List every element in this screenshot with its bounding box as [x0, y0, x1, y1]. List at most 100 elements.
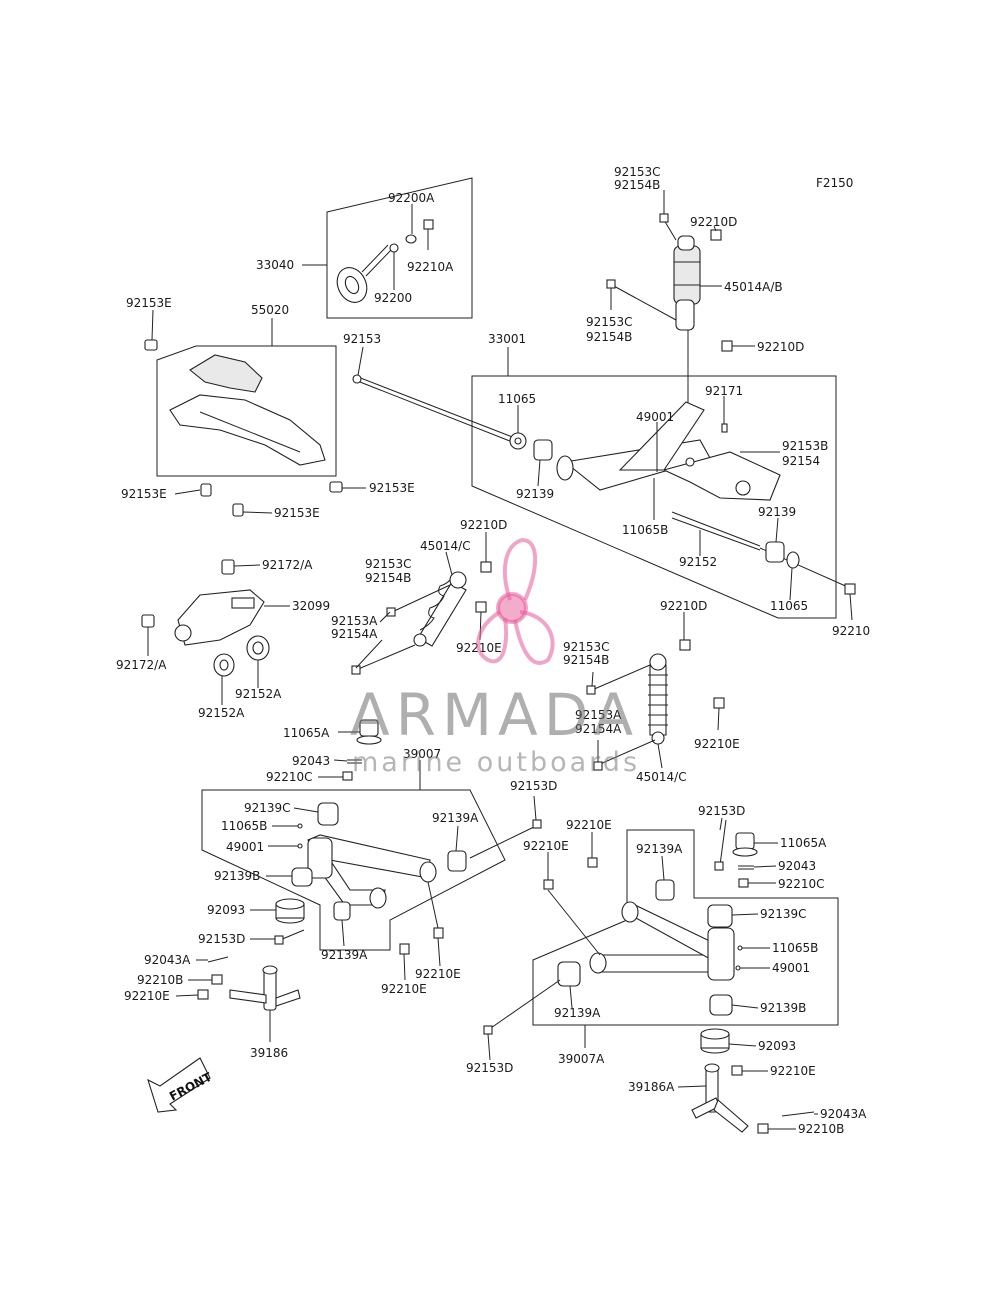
nut-92210E-5 — [543, 879, 554, 890]
label-92210E-4: 92210E — [566, 818, 612, 832]
label-92154B-r: 92154B — [563, 653, 609, 667]
pin-49001-1 — [297, 843, 303, 849]
label-92210D-mid: 92210D — [757, 340, 804, 354]
bolt-92153D-3 — [714, 819, 727, 871]
bushing-92139C-1 — [317, 802, 339, 826]
label-49001-top: 49001 — [636, 410, 674, 424]
label-92210B-2: 92210B — [798, 1122, 844, 1136]
bushing-92139A-3 — [655, 879, 675, 901]
propeller-logo — [476, 537, 555, 665]
watermark-brand: ARMADA — [350, 681, 639, 749]
label-92210E-6: 92210E — [770, 1064, 816, 1078]
label-92210E-3: 92210E — [124, 989, 170, 1003]
nut-92210D-c — [480, 561, 492, 573]
boot-92093-2 — [700, 1028, 730, 1054]
label-92154: 92154 — [782, 454, 820, 468]
boot-92093-1 — [275, 898, 305, 924]
label-39007: 39007 — [403, 747, 441, 761]
nut-92210E-c — [475, 601, 487, 613]
label-92153E-3: 92153E — [369, 481, 415, 495]
label-92210E-r: 92210E — [694, 737, 740, 751]
watermark: ARMADA marine outboards — [350, 537, 640, 778]
label-39007A: 39007A — [558, 1052, 605, 1066]
bolt-92172A-2 — [141, 614, 155, 628]
bolt-92153C-r — [586, 664, 651, 695]
nut-92210D-r — [679, 639, 691, 651]
label-11065B-1: 11065B — [221, 819, 267, 833]
label-92139C-1: 92139C — [244, 801, 291, 815]
label-92153A-r: 92153A — [575, 708, 622, 722]
label-92153E-4: 92153E — [274, 506, 320, 520]
pin-92171 — [721, 423, 728, 433]
label-11065-right: 11065 — [770, 599, 808, 613]
knuckle-39186A — [691, 1063, 749, 1133]
pin-92043-1 — [347, 759, 362, 764]
bolt-92153D-2 — [274, 929, 305, 945]
skid-plate-55020 — [169, 354, 326, 466]
bolt-92153C-top — [659, 213, 677, 241]
nut-92210B-2 — [757, 1123, 769, 1134]
bolt-92172A-1 — [221, 559, 235, 575]
label-39186A: 39186A — [628, 1080, 675, 1094]
label-92210B-1: 92210B — [137, 973, 183, 987]
label-55020: 55020 — [251, 303, 289, 317]
bolt-92153C-mid — [606, 279, 677, 321]
label-92093-1: 92093 — [207, 903, 245, 917]
label-11065A-1: 11065A — [283, 726, 330, 740]
washer-11065-left — [509, 432, 527, 450]
nut-92210C-2 — [738, 878, 749, 888]
assembly-box-39007A — [532, 829, 839, 1026]
bushing-92139-left — [533, 439, 553, 461]
label-92139B-2: 92139B — [760, 1001, 806, 1015]
bushing-92139B-2 — [709, 994, 733, 1016]
label-33001: 33001 — [488, 332, 526, 346]
bolt-92153E-2 — [200, 483, 212, 497]
bushing-92139B-1 — [291, 867, 313, 887]
figure-code: F2150 — [816, 176, 853, 190]
label-92154B-c: 92154B — [365, 571, 411, 585]
nut-92210C-1 — [342, 771, 353, 781]
label-92153D-3: 92153D — [698, 804, 745, 818]
grommet-92152A-2 — [213, 653, 235, 677]
label-92153A-c: 92153A — [331, 614, 378, 628]
label-92139-left: 92139 — [516, 487, 554, 501]
label-49001-1: 49001 — [226, 840, 264, 854]
label-92210D-r: 92210D — [660, 599, 707, 613]
label-92210C-1: 92210C — [266, 770, 313, 784]
nut-92210D-mid — [721, 340, 733, 352]
label-92043A-2: 92043A — [820, 1107, 867, 1121]
bracket-32099 — [174, 589, 265, 646]
label-92153E-1: 92153E — [126, 296, 172, 310]
bolt-92153D-1 — [469, 819, 542, 859]
assembly-box-33001 — [471, 375, 837, 619]
label-92172A-1: 92172/A — [262, 558, 313, 572]
bushing-92139-right — [765, 541, 785, 563]
label-92139C-2: 92139C — [760, 907, 807, 921]
label-45014C-2: 45014/C — [636, 770, 687, 784]
label-39186: 39186 — [250, 1046, 288, 1060]
knuckle-39186 — [229, 965, 301, 1042]
label-92153C-c: 92153C — [365, 557, 412, 571]
a-arm-39007A — [589, 901, 735, 981]
label-92139A-4: 92139A — [554, 1006, 601, 1020]
rear-shock-45014AB — [673, 235, 701, 420]
label-92093-2: 92093 — [758, 1039, 796, 1053]
label-92153: 92153 — [343, 332, 381, 346]
watermark-tagline: marine outboards — [352, 747, 640, 778]
label-11065A-2: 11065A — [780, 836, 827, 850]
label-92171: 92171 — [705, 384, 743, 398]
label-92172A-2: 92172/A — [116, 658, 167, 672]
label-92139A-3: 92139A — [636, 842, 683, 856]
label-92154A-c: 92154A — [331, 627, 378, 641]
nut-92210E-2 — [433, 927, 444, 939]
label-49001-2: 49001 — [772, 961, 810, 975]
label-45014AB: 45014A/B — [724, 280, 783, 294]
pin-92043-2 — [738, 865, 754, 870]
label-92210E-1: 92210E — [415, 967, 461, 981]
label-11065-top: 11065 — [498, 392, 536, 406]
bolt-92153D-4 — [483, 979, 561, 1035]
nut-92210 — [844, 583, 856, 595]
pin-11065B-2 — [737, 945, 743, 951]
assembly-box-55020 — [156, 345, 337, 477]
